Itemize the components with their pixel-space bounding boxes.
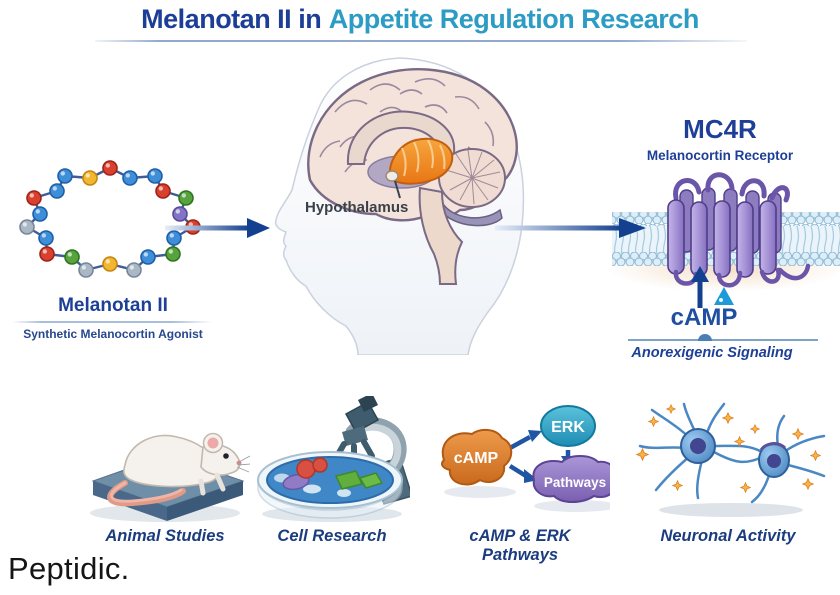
camp-messenger-label: cAMP [670, 304, 738, 331]
neuronal-activity-caption: Neuronal Activity [660, 527, 796, 545]
hypothalamus-label: Hypothalamus [305, 199, 409, 216]
camp-node: cAMP [441, 428, 513, 486]
receptor-name-label: MC4R [683, 114, 757, 144]
receptor-top-loops [673, 172, 790, 203]
receptor-subtitle-label: Melanocortin Receptor [646, 148, 794, 163]
peptidic-logo: Peptidic. [8, 551, 130, 586]
molecule-name-label: Melanotan II [58, 295, 168, 316]
receptor-bottom-loops [673, 263, 811, 288]
anorexigenic-signaling-label: Anorexigenic Signaling [631, 345, 793, 361]
head-brain-illustration [274, 57, 525, 355]
signaling-pathway-diagram: cAMP ERK Pathways [441, 405, 610, 512]
brainstem [418, 186, 464, 285]
page-title-teal-part: Appetite Regulation Research [328, 4, 700, 34]
membrane-receptor-illustration [612, 172, 840, 292]
arrow-brain-to-receptor [495, 218, 646, 238]
petri-dish [257, 451, 403, 519]
camp-erk-pathways-caption: cAMP & ERK Pathways [469, 527, 571, 564]
activation-triangle-icon [714, 287, 734, 305]
erk-node-label: ERK [551, 419, 585, 436]
melanotan-molecule-illustration [19, 160, 201, 278]
molecule-atoms [19, 160, 201, 278]
title-underline-divider [95, 40, 747, 42]
camp-divider-bump [698, 334, 712, 341]
mouse-on-platform-illustration [90, 432, 250, 522]
neurons-illustration [636, 402, 826, 517]
molecule-subtitle-label: Synthetic Melanocortin Agonist [23, 327, 203, 341]
camp-node-label: cAMP [454, 450, 499, 467]
cell-research-caption: Cell Research [277, 527, 387, 545]
mouse [107, 432, 250, 507]
neuron-somas [680, 428, 790, 478]
camp-up-arrow [691, 266, 709, 308]
pathways-node-label: Pathways [544, 475, 606, 490]
molecule-ring [19, 160, 201, 278]
page-title-dark-part: Melanotan II in [141, 4, 322, 34]
arrow-molecule-to-brain [165, 218, 270, 238]
animal-studies-caption: Animal Studies [105, 527, 225, 545]
pathways-node: Pathways [532, 455, 610, 503]
camp-divider [628, 339, 818, 341]
molecule-divider [12, 321, 212, 323]
hypothalamus-highlight [385, 137, 454, 185]
microscope-petri-dish-illustration [257, 396, 410, 522]
erk-node: ERK [540, 405, 596, 447]
hypothalamus-pointer-line [394, 180, 401, 199]
receptor-helices [667, 172, 811, 288]
